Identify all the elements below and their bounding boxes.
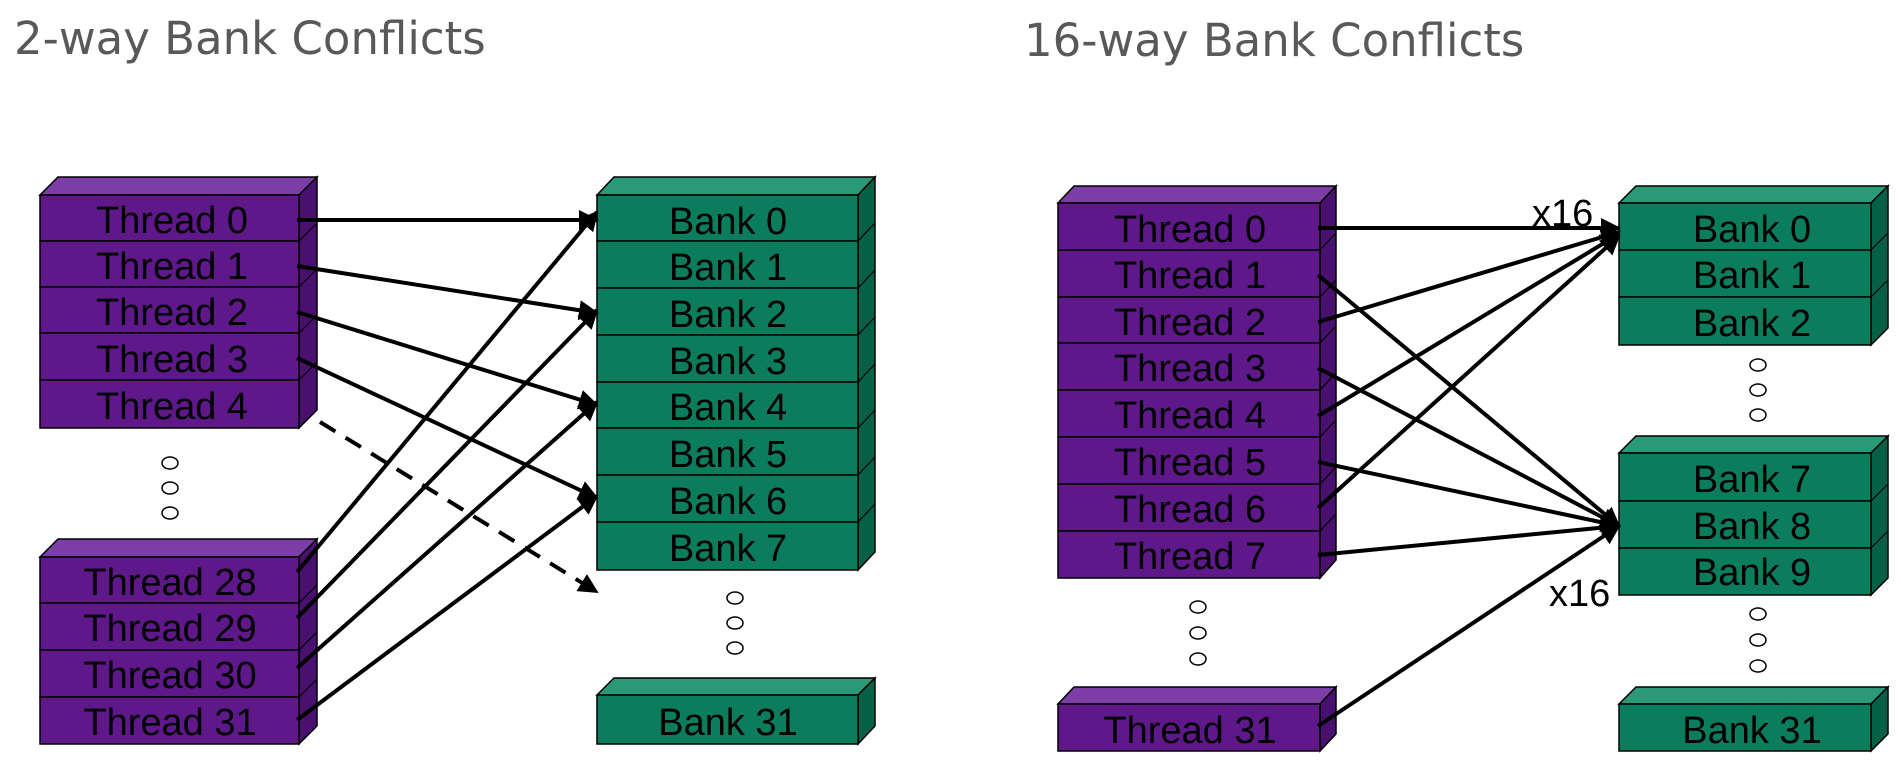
right-arrows xyxy=(1316,218,1621,728)
left-thread-31: Thread 31 xyxy=(83,702,256,744)
multiplier-bottom: x16 xyxy=(1549,573,1610,615)
right-bank-ellipsis-1 xyxy=(1749,358,1767,422)
left-bank-ellipsis xyxy=(726,591,744,655)
right-thread-ellipsis xyxy=(1189,600,1207,666)
right-thread-0: Thread 0 xyxy=(1114,209,1266,251)
arrow-t28-b0 xyxy=(295,210,599,574)
left-thread-ellipsis xyxy=(161,456,179,520)
arrow-t1-b2 xyxy=(296,264,599,321)
arrow-r-t31-b8 xyxy=(1316,524,1621,728)
left-thread-4: Thread 4 xyxy=(96,386,248,428)
left-bank-1: Bank 1 xyxy=(669,247,787,289)
right-thread-6: Thread 6 xyxy=(1114,489,1266,531)
right-thread-7: Thread 7 xyxy=(1114,536,1266,578)
arrow-r-t4-b0 xyxy=(1316,232,1621,418)
right-bank-stack-top: Bank 0 Bank 1 Bank 2 xyxy=(1617,184,1890,347)
left-bank-5: Bank 5 xyxy=(669,434,787,476)
left-bank-7: Bank 7 xyxy=(669,528,787,570)
arrow-t2-b4 xyxy=(296,310,599,410)
right-thread-3: Thread 3 xyxy=(1114,348,1266,390)
arrow-r-t7-b8 xyxy=(1317,517,1621,557)
right-bank-1: Bank 1 xyxy=(1693,255,1811,297)
right-thread-2: Thread 2 xyxy=(1114,302,1266,344)
left-thread-29: Thread 29 xyxy=(83,608,256,650)
multiplier-top: x16 xyxy=(1532,193,1593,235)
arrow-t30-b4 xyxy=(295,400,599,670)
right-thread-1: Thread 1 xyxy=(1114,255,1266,297)
right-thread-stack: Thread 0 Thread 1 Thread 2 Thread 3 Thre… xyxy=(1056,184,1338,580)
left-bank-3: Bank 3 xyxy=(669,341,787,383)
left-bank-stack: Bank 0 Bank 1 Bank 2 Bank 3 Bank 4 Bank … xyxy=(595,175,877,572)
left-thread-3: Thread 3 xyxy=(96,339,248,381)
left-bank-31: Bank 31 xyxy=(658,702,797,744)
right-bank-stack-mid: Bank 7 Bank 8 Bank 9 xyxy=(1617,434,1890,597)
right-thread-31-block: Thread 31 xyxy=(1056,685,1338,753)
arrow-r-t3-b8 xyxy=(1317,366,1621,528)
left-bank-6: Bank 6 xyxy=(669,481,787,523)
arrow-t3-b6 xyxy=(296,356,599,500)
right-thread-5: Thread 5 xyxy=(1114,442,1266,484)
right-thread-31: Thread 31 xyxy=(1103,710,1276,752)
right-bank-9: Bank 9 xyxy=(1693,552,1811,594)
right-bank-31-block: Bank 31 xyxy=(1617,685,1890,753)
arrow-r-t1-b8 xyxy=(1316,273,1621,528)
left-thread-2: Thread 2 xyxy=(96,292,248,334)
left-bank-31-block: Bank 31 xyxy=(595,676,877,746)
arrow-t4-b8-dashed xyxy=(318,420,599,594)
right-bank-2: Bank 2 xyxy=(1693,303,1811,345)
left-thread-1: Thread 1 xyxy=(96,246,248,288)
left-thread-0: Thread 0 xyxy=(96,200,248,242)
right-thread-4: Thread 4 xyxy=(1114,395,1266,437)
arrow-r-t6-b0 xyxy=(1316,234,1621,510)
left-arrows xyxy=(295,210,599,722)
right-bank-0: Bank 0 xyxy=(1693,209,1811,251)
left-thread-30: Thread 30 xyxy=(83,655,256,697)
right-bank-31: Bank 31 xyxy=(1682,710,1821,752)
left-thread-28: Thread 28 xyxy=(83,562,256,604)
left-bank-4: Bank 4 xyxy=(669,387,787,429)
arrow-t29-b2 xyxy=(295,308,599,620)
right-bank-ellipsis-2 xyxy=(1749,607,1767,673)
left-thread-stack-bottom: Thread 28 Thread 29 Thread 30 Thread 31 xyxy=(38,537,319,746)
left-thread-stack-top: Thread 0 Thread 1 Thread 2 Thread 3 Thre… xyxy=(38,175,319,430)
left-bank-0: Bank 0 xyxy=(669,201,787,243)
right-title: 16-way Bank Conflicts xyxy=(1024,14,1525,67)
right-bank-8: Bank 8 xyxy=(1693,506,1811,548)
right-bank-7: Bank 7 xyxy=(1693,459,1811,501)
left-title: 2-way Bank Conflicts xyxy=(14,12,486,65)
left-bank-2: Bank 2 xyxy=(669,294,787,336)
arrow-r-t2-b0 xyxy=(1317,227,1621,324)
arrow-t31-b6 xyxy=(295,494,599,722)
arrow-r-t5-b8 xyxy=(1317,460,1621,533)
